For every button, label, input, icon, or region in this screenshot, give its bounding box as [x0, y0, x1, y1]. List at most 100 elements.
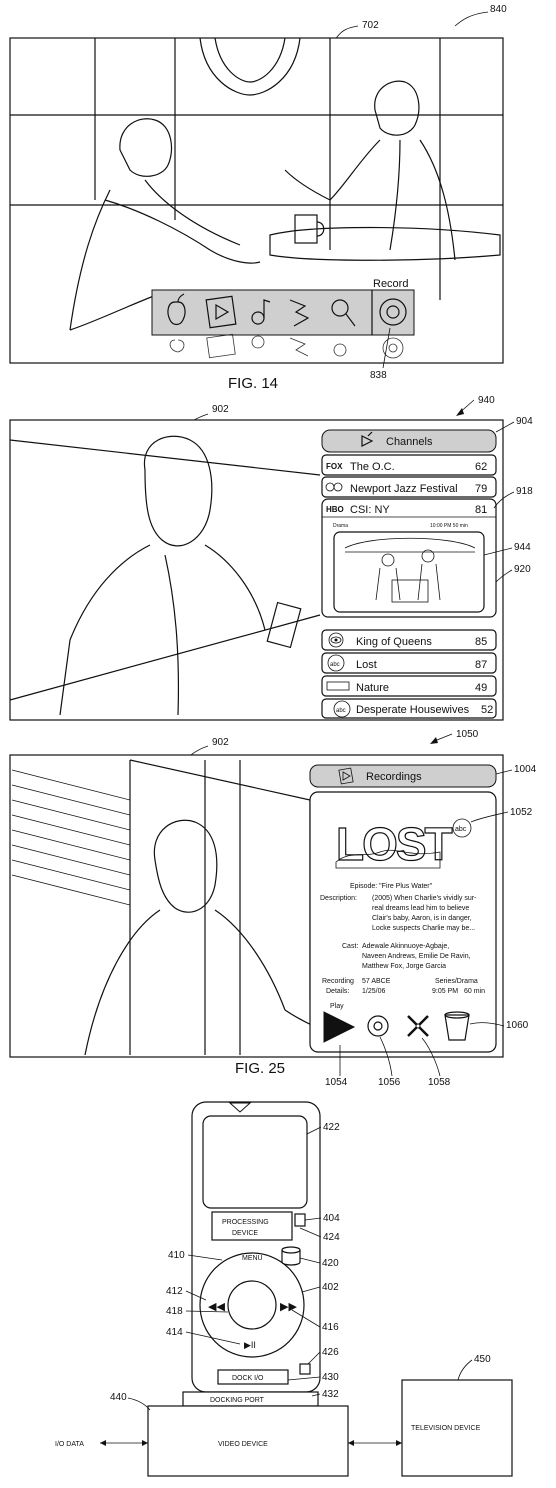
channel-number: 81	[475, 504, 487, 516]
channel-name: The O.C.	[350, 461, 395, 473]
dock-io-box	[217, 1369, 289, 1385]
ref-418: 418	[166, 1306, 183, 1317]
fig14-tv-frame	[9, 37, 504, 364]
video-film-icon[interactable]	[205, 295, 237, 329]
channel-name: Nature	[356, 682, 389, 694]
abc-logo: abc	[330, 662, 340, 668]
description-label: Description:	[320, 895, 357, 902]
show-title-logo: LOST	[336, 818, 453, 870]
record-icon[interactable]	[379, 298, 407, 326]
ref-904: 904	[516, 416, 533, 427]
record-icon[interactable]	[367, 1015, 389, 1037]
processing-device-box	[211, 1211, 293, 1241]
fig24-presenter-figure	[9, 435, 321, 716]
leader-1004	[495, 769, 513, 775]
abc-logo: abc	[336, 708, 346, 714]
ref-430: 430	[322, 1372, 339, 1383]
delete-x-icon[interactable]	[407, 1015, 429, 1037]
channel-name: CSI: NY	[350, 504, 390, 516]
ref-402: 402	[322, 1282, 339, 1293]
ref-424: 424	[323, 1232, 340, 1243]
ref-940: 940	[478, 395, 495, 406]
play-icon[interactable]	[323, 1011, 356, 1043]
leader-440	[127, 1397, 151, 1411]
rec-channel: 57 ABCE	[362, 978, 391, 985]
leader-1052	[470, 811, 509, 823]
channel-name: King of Queens	[356, 636, 432, 648]
channel-row[interactable]: abc Lost 87	[321, 652, 497, 674]
fig24: 940 902 Channels FOX	[9, 395, 533, 721]
port-indicator	[299, 1363, 311, 1375]
channel-number: 52	[481, 704, 493, 716]
channels-header: Channels	[386, 436, 433, 448]
center-select-button[interactable]	[227, 1280, 277, 1330]
ref-416: 416	[322, 1322, 339, 1333]
cast-line: Naveen Andrews, Emilie De Ravin,	[362, 953, 471, 960]
recordings-icon	[338, 767, 354, 785]
click-wheel[interactable]: ◀◀ ▶▶ ▶II	[199, 1252, 305, 1358]
ref-410: 410	[168, 1250, 185, 1261]
ref-902b: 902	[212, 737, 229, 748]
ref-902: 902	[212, 404, 229, 415]
cbs-eye-icon	[328, 632, 344, 648]
nature-logo-icon	[326, 681, 350, 691]
ref-420: 420	[322, 1258, 339, 1269]
ref-412: 412	[166, 1286, 183, 1297]
leader-1056	[379, 1036, 393, 1077]
ref-1052: 1052	[510, 807, 533, 818]
menu-label: MENU	[242, 1255, 263, 1262]
fig14-caption: FIG. 14	[228, 375, 278, 392]
fig14-background-window	[10, 37, 503, 300]
ref-432: 432	[322, 1389, 339, 1400]
cast-line: Adewale Akinnuoye-Agbaje,	[362, 943, 449, 950]
next-track-icon[interactable]: ▶▶	[280, 1301, 297, 1313]
apple-icon[interactable]	[167, 293, 186, 326]
preview-scene	[344, 537, 476, 603]
channel-number: 79	[475, 483, 487, 495]
ref-1050: 1050	[456, 729, 479, 740]
channel-row[interactable]: Newport Jazz Festival 79	[321, 476, 497, 498]
io-data-label: I/O DATA	[55, 1441, 84, 1448]
trash-can-icon[interactable]	[444, 1011, 470, 1041]
recording-detail-card	[309, 791, 497, 1053]
leader-920	[495, 569, 513, 583]
ref-918: 918	[516, 486, 533, 497]
cast-label: Cast:	[342, 943, 358, 950]
menu-reflection	[169, 333, 404, 359]
previous-track-icon[interactable]: ◀◀	[208, 1301, 225, 1313]
channel-row[interactable]: FOX The O.C. 62	[321, 454, 497, 476]
click-wheel-ring[interactable]	[199, 1252, 305, 1358]
play-pause-icon[interactable]: ▶II	[244, 1340, 256, 1350]
ref-944: 944	[514, 542, 531, 553]
channels-icon	[361, 431, 374, 447]
ref-1056: 1056	[378, 1077, 401, 1088]
music-icon[interactable]	[251, 299, 271, 325]
preview-time: 10:00 PM 50 min	[430, 523, 468, 529]
rec-genre: Series/Drama	[435, 978, 478, 985]
channel-number: 87	[475, 659, 487, 671]
ref-1004: 1004	[514, 764, 537, 775]
channel-row[interactable]: abc Desperate Housewives 52	[321, 698, 497, 719]
channel-row[interactable]: Nature 49	[321, 675, 497, 697]
leader-840	[454, 11, 489, 27]
search-icon[interactable]	[331, 299, 356, 327]
device-diagram: 406 400 422 PROCESSING DEVICE 404 424 ME…	[55, 1101, 513, 1477]
fig25-window-blinds	[11, 759, 311, 1055]
ref-426: 426	[322, 1347, 339, 1358]
ref-1054: 1054	[325, 1077, 348, 1088]
leader-450	[457, 1359, 473, 1381]
leader-1058	[421, 1037, 441, 1077]
channel-row-selected[interactable]: HBO CSI: NY 81 Drama 10:00 PM 50 min	[321, 498, 497, 618]
channel-row[interactable]: King of Queens 85	[321, 629, 497, 651]
video-device-label: VIDEO DEVICE	[218, 1441, 268, 1448]
leader-904	[495, 421, 515, 433]
fig14-desk	[269, 214, 501, 261]
rec-date: 1/25/06	[362, 988, 385, 995]
description-line: Clair's baby, Aaron, is in danger,	[372, 915, 472, 922]
ref-1060: 1060	[506, 1020, 529, 1031]
preview-genre: Drama	[333, 523, 348, 529]
details-label: Details:	[326, 988, 349, 995]
photos-icon[interactable]	[289, 299, 310, 327]
channel-name: Newport Jazz Festival	[350, 483, 458, 495]
